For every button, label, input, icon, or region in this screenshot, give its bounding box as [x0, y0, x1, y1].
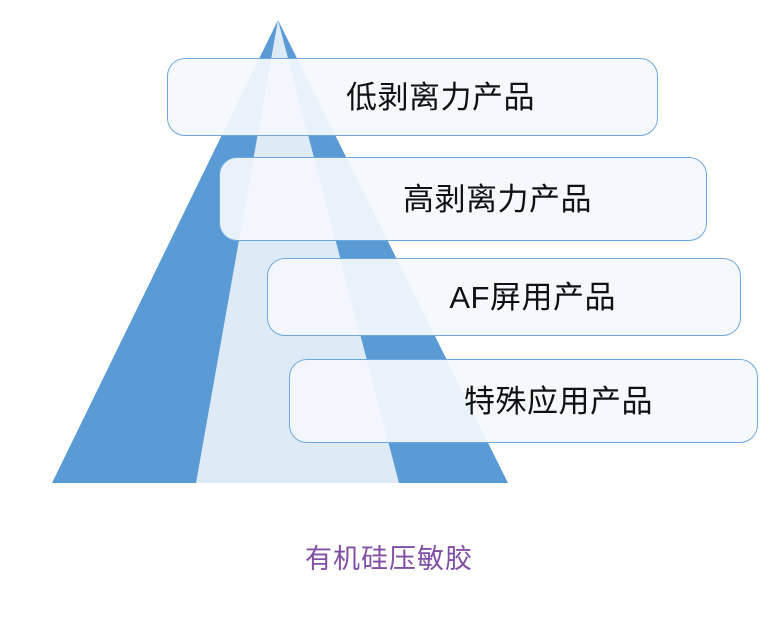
- pyramid-level-3[interactable]: AF屏用产品: [267, 258, 741, 336]
- pyramid-level-2[interactable]: 高剥离力产品: [219, 157, 707, 241]
- diagram-caption-text: 有机硅压敏胶: [305, 544, 473, 574]
- pyramid-level-4[interactable]: 特殊应用产品: [289, 359, 758, 443]
- pyramid-level-1[interactable]: 低剥离力产品: [167, 58, 658, 136]
- pyramid-level-1-label: 低剥离力产品: [346, 79, 535, 115]
- pyramid-level-4-label: 特殊应用产品: [464, 383, 653, 419]
- diagram-caption: 有机硅压敏胶: [0, 543, 778, 575]
- pyramid-level-2-label: 高剥离力产品: [403, 181, 592, 217]
- pyramid-level-3-label: AF屏用产品: [449, 279, 616, 315]
